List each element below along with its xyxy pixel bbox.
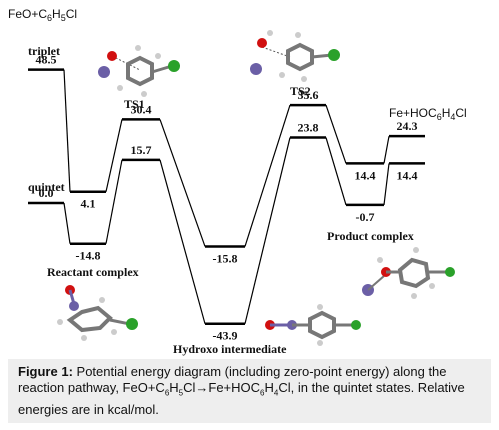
product-title: Fe+HOC6H4Cl [389,106,467,122]
figure-caption: Figure 1: Potential energy diagram (incl… [8,359,491,423]
triplet-value-1: 4.1 [81,197,96,211]
quintet-value-6: 14.4 [397,168,418,182]
molecule-ts1 [98,45,180,97]
molecule-product-complex [362,247,455,299]
triplet-connector-2 [159,119,206,247]
label-ts2: TS2 [290,84,311,98]
triplet-value-5: 14.4 [355,168,376,182]
quintet-connector-0 [63,202,71,244]
molecule-hydroxo-intermediate [265,304,361,346]
quintet-connector-5 [383,163,390,205]
quintet-connector-2 [159,159,206,324]
triplet-connector-4 [325,104,347,164]
connector-lines [63,69,390,324]
quintet-value-0: 0.0 [39,186,54,200]
legend-quintet: quintet [28,180,65,194]
quintet-connector-1 [105,159,123,244]
value-labels: 48.5 4.1 30.4 -15.8 35.6 14.4 24.3 0.0 -14.8 15.7… [36,53,418,343]
caption-label: Figure 1: [18,364,73,379]
molecule-ts2 [250,30,340,82]
quintet-value-3: -43.9 [213,329,238,343]
energy-diagram: 48.5 4.1 30.4 -15.8 35.6 14.4 24.3 0.0 -14.8 15.7… [8,7,467,356]
quintet-value-4: 23.8 [298,121,319,135]
triplet-value-3: -15.8 [213,251,238,265]
caption-text: Potential energy diagram (including zero… [18,364,465,417]
label-hydroxo-intermediate: Hydroxo intermediate [173,342,287,356]
energy-levels [28,68,425,325]
triplet-connector-0 [63,69,71,192]
molecule-reactant-complex [57,285,138,341]
label-ts1: TS1 [124,97,145,111]
label-reactant-complex: Reactant complex [47,265,139,279]
quintet-value-5: -0.7 [356,210,375,224]
reaction-title: FeO+C6H5Cl [8,7,77,23]
triplet-connector-5 [383,136,390,164]
legend-triplet: triplet [28,44,60,58]
label-product-complex: Product complex [327,229,414,243]
triplet-value-4: 35.6 [298,88,319,102]
triplet-connector-1 [105,119,123,192]
triplet-connector-3 [244,104,291,247]
triplet-value-6: 24.3 [397,119,418,133]
triplet-value-2: 30.4 [131,102,152,116]
triplet-value-0: 48.5 [36,53,57,67]
quintet-value-2: 15.7 [131,143,152,157]
quintet-connector-4 [325,137,347,206]
quintet-connector-3 [244,137,291,324]
quintet-value-1: -14.8 [76,249,101,263]
